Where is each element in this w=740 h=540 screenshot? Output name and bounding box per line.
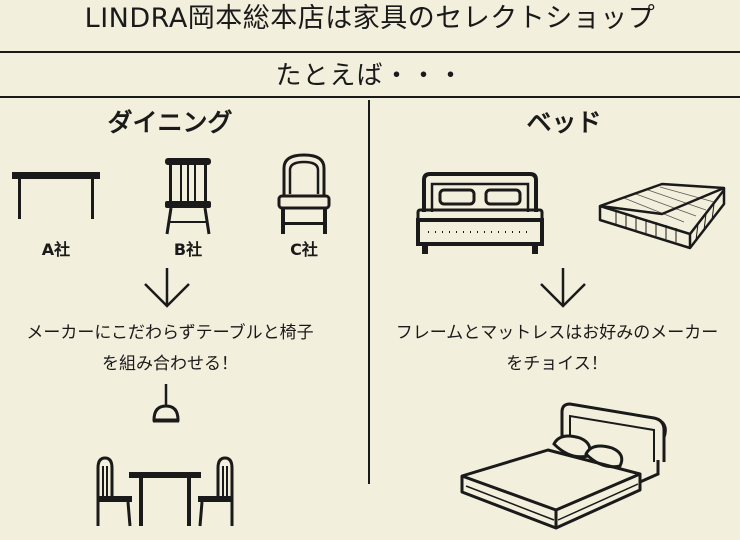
down-arrow-icon [540, 268, 586, 308]
bed-frame-icon [416, 172, 544, 254]
down-arrow-icon [144, 268, 190, 308]
dining-description-line1: メーカーにこだわらずテーブルと椅子 [26, 323, 314, 343]
bed-description-line2: をチョイス！ [506, 354, 608, 374]
spindle-chair-icon [165, 158, 211, 235]
dining-set-icon [96, 456, 234, 527]
bed-with-mattress-icon [460, 402, 667, 530]
divider-top [0, 51, 740, 53]
table-icon [12, 172, 100, 219]
bed-description-line1: フレームとマットレスはお好みのメーカー [395, 323, 719, 343]
brand-c-label: C社 [290, 240, 318, 259]
pendant-lamp-icon [152, 384, 180, 423]
mattress-icon [598, 182, 726, 250]
subtitle: たとえば・・・ [275, 61, 465, 91]
upholstered-chair-icon [277, 153, 331, 234]
divider-bottom [0, 96, 740, 98]
bed-heading: ベッド [526, 108, 602, 137]
divider-vertical [368, 100, 370, 484]
page-title: LINDRA岡本総本店は家具のセレクトショップ [84, 3, 656, 34]
brand-a-label: A社 [41, 240, 71, 259]
brand-b-label: B社 [173, 240, 203, 259]
dining-heading: ダイニング [107, 108, 233, 137]
dining-description-line2: を組み合わせる！ [102, 354, 238, 374]
